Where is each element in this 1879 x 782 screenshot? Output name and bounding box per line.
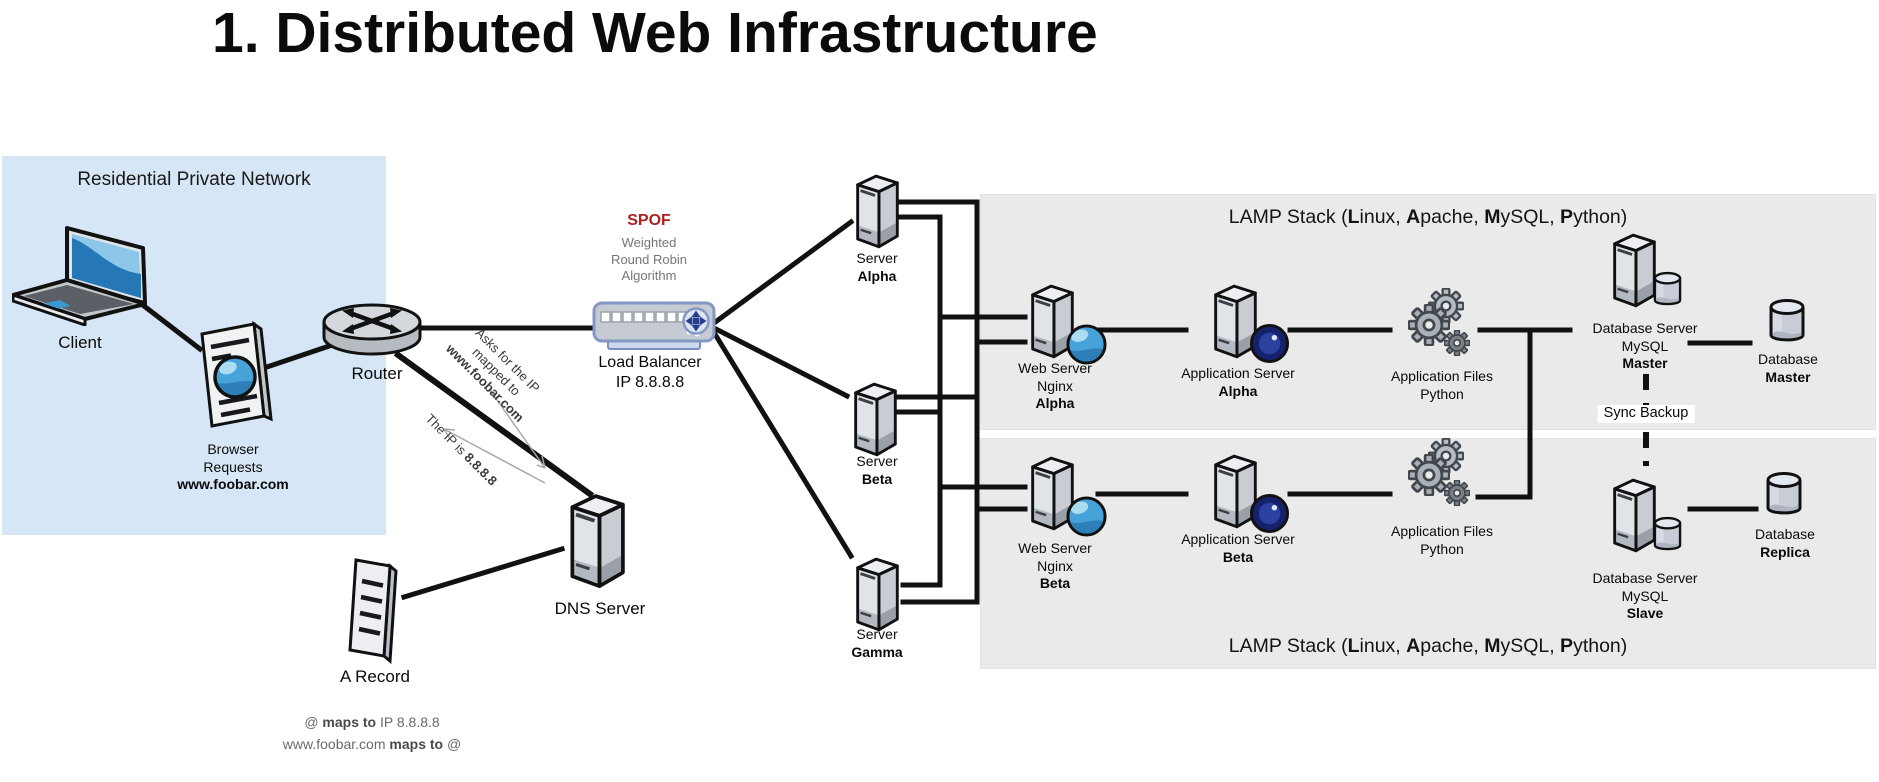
browser-label: Browser Requests www.foobar.com <box>177 441 289 492</box>
lamp-stack-alpha-title: LAMP Stack (Linux, Apache, MySQL, Python… <box>1228 206 1628 228</box>
server-alpha-label: Server Alpha <box>856 250 898 284</box>
page-title: 1. Distributed Web Infrastructure <box>212 1 1098 65</box>
residential-network-label: Residential Private Network <box>77 169 311 190</box>
dns-mapping-note: @ maps to IP 8.8.8.8 www.foobar.com maps… <box>283 711 461 755</box>
database-server-slave-icon <box>1613 478 1682 553</box>
web-server-beta-icon <box>1031 456 1107 537</box>
application-files-beta-label: Application Files Python <box>1391 523 1493 557</box>
application-files-alpha-label: Application Files Python <box>1391 368 1493 402</box>
lamp-stack-beta-title: LAMP Stack (Linux, Apache, MySQL, Python… <box>1228 635 1628 657</box>
a-record-label: A Record <box>340 667 410 686</box>
server-beta-label: Server Beta <box>856 453 898 487</box>
dns-annotation-arrows <box>443 389 546 484</box>
server-gamma-label: Server Gamma <box>851 626 903 660</box>
load-balancer-icon <box>592 299 716 353</box>
sync-backup-label: Sync Backup <box>1597 405 1695 423</box>
application-server-beta-label: Application Server Beta <box>1181 531 1295 565</box>
router-label: Router <box>351 364 403 383</box>
application-files-alpha-icon <box>1408 288 1470 356</box>
database-server-master-icon <box>1613 233 1682 308</box>
database-master-label: Database Master <box>1758 351 1818 385</box>
database-server-master-label: Database Server MySQL Master <box>1592 320 1698 371</box>
database-server-slave-label: Database Server MySQL Slave <box>1592 570 1698 621</box>
server-alpha-icon <box>856 174 899 249</box>
web-server-beta-label: Web Server Nginx Beta <box>1018 540 1092 591</box>
database-replica-icon <box>1763 470 1805 520</box>
router-icon <box>320 294 424 368</box>
application-server-alpha-label: Application Server Alpha <box>1181 365 1295 399</box>
load-balancer-algorithm-label: Weighted Round Robin Algorithm <box>611 235 687 283</box>
spof-label: SPOF <box>627 212 671 229</box>
mapping-line-1: @ maps to IP 8.8.8.8 <box>304 714 440 730</box>
application-server-alpha-icon <box>1214 284 1290 364</box>
server-gamma-icon <box>856 557 899 632</box>
application-files-beta-icon <box>1408 438 1470 506</box>
client-label: Client <box>58 333 102 352</box>
database-master-icon <box>1766 297 1808 347</box>
mapping-line-2: www.foobar.com maps to @ <box>282 736 462 752</box>
server-beta-icon <box>854 382 897 457</box>
dns-server-icon <box>570 494 625 588</box>
a-record-icon <box>338 556 410 664</box>
application-server-beta-icon <box>1214 454 1290 534</box>
dns-server-label: DNS Server <box>554 599 646 618</box>
client-laptop-icon <box>12 216 162 326</box>
black-connectors <box>114 199 1759 605</box>
web-server-alpha-label: Web Server Nginx Alpha <box>1018 360 1092 411</box>
web-server-alpha-icon <box>1031 284 1107 365</box>
browser-icon <box>190 320 276 432</box>
load-balancer-label: Load Balancer IP 8.8.8.8 <box>598 354 702 391</box>
database-replica-label: Database Replica <box>1755 526 1815 560</box>
